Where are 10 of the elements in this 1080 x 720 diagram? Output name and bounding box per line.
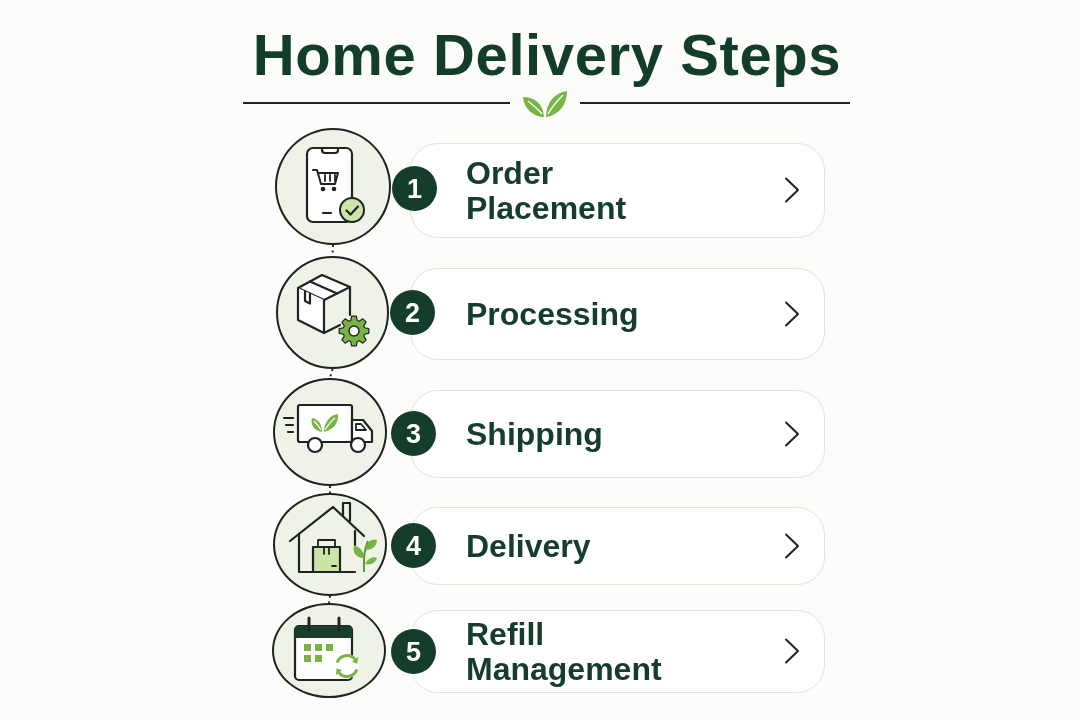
dotted-connector: [329, 485, 331, 494]
step-title: Refill Management: [466, 616, 662, 687]
step-card: [410, 143, 825, 238]
dotted-connector: [329, 368, 334, 379]
diagram-title: Home Delivery Steps: [252, 23, 842, 87]
step-title: Order Placement: [466, 155, 627, 226]
step-title: Processing: [466, 296, 639, 332]
step-title: Delivery: [466, 528, 591, 564]
dotted-connector: [328, 595, 331, 604]
step-title: Shipping: [466, 416, 603, 452]
